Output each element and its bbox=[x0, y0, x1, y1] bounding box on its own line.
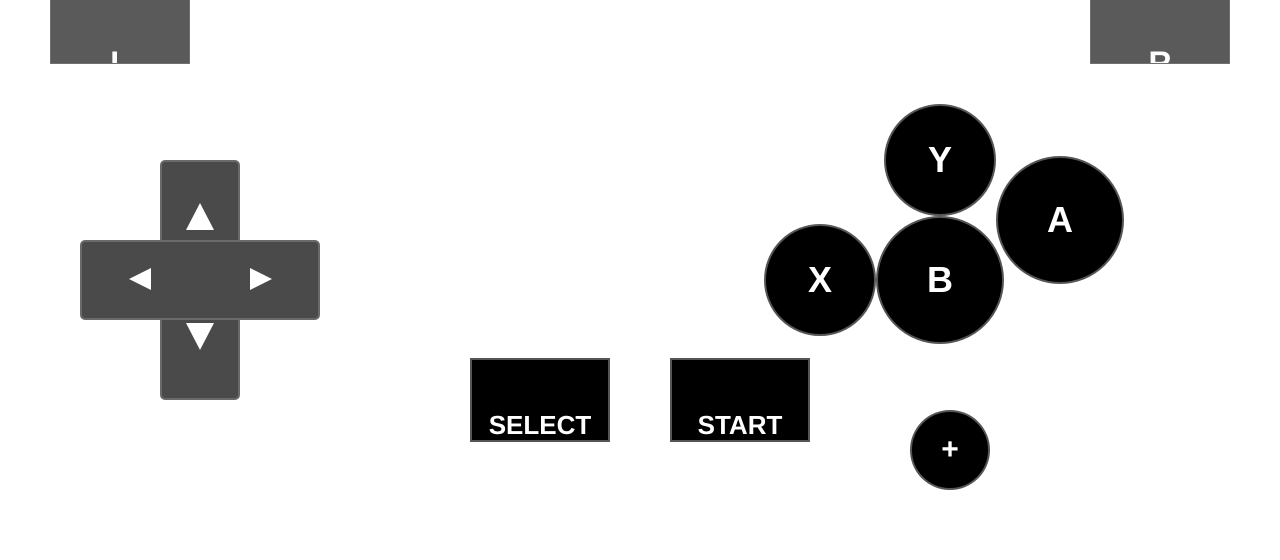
a-button[interactable]: A bbox=[996, 156, 1124, 284]
y-button-label: Y bbox=[927, 139, 952, 180]
triangle-up-icon bbox=[186, 203, 214, 230]
right-shoulder-button[interactable]: R bbox=[1090, 0, 1230, 64]
right-shoulder-label: R bbox=[1148, 45, 1172, 64]
select-button[interactable]: SELECT bbox=[470, 358, 610, 442]
x-button-label: X bbox=[807, 259, 832, 300]
start-button-label: START bbox=[697, 410, 783, 440]
y-button[interactable]: Y bbox=[884, 104, 996, 216]
triangle-down-icon bbox=[186, 323, 214, 350]
left-shoulder-button[interactable]: L bbox=[50, 0, 190, 64]
x-button[interactable]: X bbox=[764, 224, 876, 336]
triangle-right-icon bbox=[250, 268, 272, 290]
select-button-label: SELECT bbox=[488, 410, 592, 440]
left-shoulder-label: L bbox=[110, 45, 130, 64]
b-button-label: B bbox=[927, 259, 953, 300]
b-button[interactable]: B bbox=[876, 216, 1004, 344]
dpad-center bbox=[162, 242, 238, 318]
a-button-label: A bbox=[1047, 199, 1073, 240]
triangle-left-icon bbox=[129, 268, 151, 290]
plus-button-label: + bbox=[941, 433, 959, 466]
start-button[interactable]: START bbox=[670, 358, 810, 442]
plus-button[interactable]: + bbox=[910, 410, 990, 490]
